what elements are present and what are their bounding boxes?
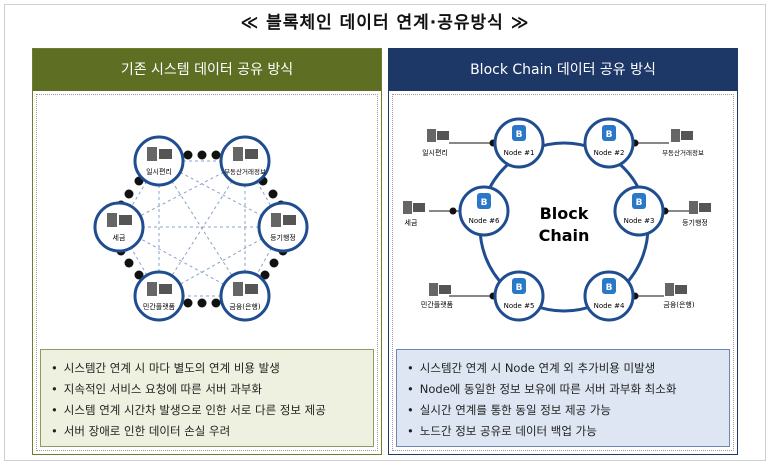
center-label-block: Block — [540, 204, 589, 223]
blockchain-ring-diagram: Block Chain 일시편리 부동산거래정보 등기행정 — [403, 117, 711, 322]
block-node-1: B Node #1 — [493, 117, 545, 169]
legacy-node-3: 등기행정 — [257, 201, 309, 253]
system-3-label: 등기행정 — [682, 218, 708, 227]
system-4-label: 금융(은행) — [663, 300, 694, 309]
svg-text:B: B — [606, 283, 613, 293]
block-node-3: B Node #3 — [613, 185, 665, 237]
blockchain-note-2: Node에 동일한 정보 보유에 따른 서버 과부화 최소화 — [407, 379, 719, 400]
legacy-notes-box: 시스템간 연계 시 마다 별도의 연계 비용 발생 지속적인 서비스 요청에 따… — [40, 349, 374, 447]
blockchain-note-4: 노드간 정보 공유로 데이터 백업 가능 — [407, 421, 719, 442]
page-title: ≪ 블록체인 데이터 연계·공유방식 ≫ — [240, 13, 530, 33]
legacy-note-3: 시스템 연계 시간차 발생으로 인한 서로 다른 정보 제공 — [51, 400, 363, 421]
block-node-2: B Node #2 — [583, 117, 635, 169]
svg-text:B: B — [516, 283, 523, 293]
system-5: 민간플랫폼 — [421, 283, 454, 309]
legacy-panel-body — [36, 94, 378, 451]
legacy-node-3-label: 등기행정 — [270, 233, 296, 242]
legacy-note-1: 시스템간 연계 시 마다 별도의 연계 비용 발생 — [51, 358, 363, 379]
svg-text:B: B — [636, 198, 643, 208]
block-node-2-label: Node #2 — [594, 149, 625, 157]
blockchain-note-3: 실시간 연계를 통한 동일 정보 제공 가능 — [407, 400, 719, 421]
legacy-mesh-diagram: 일시편리 부동산거래정보 등기행정 금융(은행) 민간플랫폼 세금 — [93, 135, 309, 322]
blockchain-panel-body — [392, 94, 734, 451]
legacy-node-2-label: 부동산거래정보 — [224, 167, 266, 176]
system-6-label: 세금 — [405, 218, 418, 227]
blockchain-notes-box: 시스템간 연계 시 Node 연계 외 추가비용 미발생 Node에 동일한 정… — [396, 349, 730, 447]
system-3: 등기행정 — [682, 201, 711, 227]
block-node-6-label: Node #6 — [469, 217, 500, 225]
legacy-node-4: 금융(은행) — [219, 270, 271, 322]
svg-text:B: B — [481, 198, 488, 208]
svg-text:B: B — [606, 130, 613, 140]
center-label-chain: Chain — [539, 226, 590, 245]
blockchain-panel-header: Block Chain 데이터 공유 방식 — [389, 49, 737, 91]
legacy-node-2: 부동산거래정보 — [219, 135, 271, 187]
block-node-4-label: Node #4 — [594, 302, 625, 310]
legacy-note-4: 서버 장애로 인한 데이터 손실 우려 — [51, 421, 363, 442]
legacy-sharing-panel: 기존 시스템 데이터 공유 방식 — [32, 48, 382, 455]
block-node-5: B Node #5 — [493, 270, 545, 322]
block-node-3-label: Node #3 — [624, 217, 655, 225]
system-6: 세금 — [403, 201, 425, 227]
legacy-node-6: 세금 — [93, 201, 145, 253]
legacy-node-1-label: 일시편리 — [146, 167, 172, 176]
legacy-panel-header: 기존 시스템 데이터 공유 방식 — [33, 49, 381, 91]
outer-frame — [4, 4, 766, 461]
block-node-5-label: Node #5 — [504, 302, 535, 310]
system-2: 부동산거래정보 — [662, 129, 704, 157]
block-node-6: B Node #6 — [458, 185, 510, 237]
legacy-node-5-label: 민간플랫폼 — [143, 302, 176, 311]
legacy-node-5: 민간플랫폼 — [133, 270, 185, 322]
legacy-node-1: 일시편리 — [133, 135, 185, 187]
legacy-node-6-label: 세금 — [113, 233, 126, 242]
system-5-label: 민간플랫폼 — [421, 300, 454, 309]
svg-text:B: B — [516, 130, 523, 140]
block-node-4: B Node #4 — [583, 270, 635, 322]
legacy-node-4-label: 금융(은행) — [229, 302, 260, 311]
legacy-note-2: 지속적인 서비스 요청에 따른 서버 과부화 — [51, 379, 363, 400]
blockchain-sharing-panel: Block Chain 데이터 공유 방식 Block Chain 일시편리 부… — [388, 48, 738, 455]
system-4: 금융(은행) — [663, 283, 695, 309]
system-2-label: 부동산거래정보 — [662, 148, 704, 157]
block-node-1-label: Node #1 — [504, 149, 535, 157]
system-1-label: 일시편리 — [422, 148, 448, 157]
blockchain-note-1: 시스템간 연계 시 Node 연계 외 추가비용 미발생 — [407, 358, 719, 379]
system-1: 일시편리 — [422, 129, 449, 157]
